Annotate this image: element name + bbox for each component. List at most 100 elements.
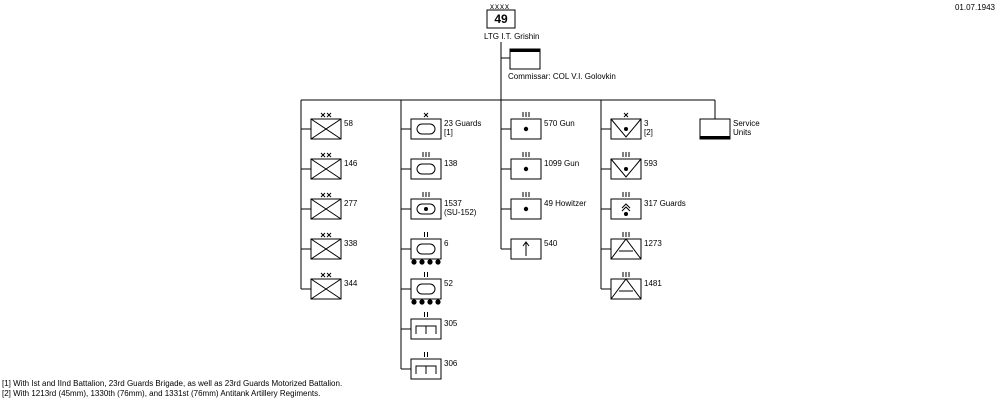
unit-label: 593: [644, 159, 658, 168]
unit-symbol: 277: [301, 192, 358, 220]
unit-symbol: 138: [401, 152, 458, 180]
unit-symbol: 1481: [601, 272, 662, 304]
unit-symbol: 593: [601, 152, 658, 184]
unit-symbol: 52: [401, 272, 453, 305]
artillery-dot: [523, 126, 529, 132]
unit-label: 58: [344, 119, 353, 128]
echelon-mark-b: [326, 232, 332, 238]
unit-symbol: 49 Howitzer: [501, 192, 587, 220]
unit-frame: [610, 238, 642, 260]
tank-oval: [416, 123, 436, 135]
infantry-cross-b: [310, 158, 342, 180]
echelon-mark-b: [326, 192, 332, 198]
wheel-3: [435, 259, 441, 265]
aa-dome: [610, 238, 642, 260]
wheel-1: [419, 259, 425, 265]
unit-frame: [610, 158, 642, 180]
unit-frame: [410, 358, 442, 380]
unit-frame: [410, 278, 442, 300]
unit-frame: [410, 118, 442, 140]
unit-label: 344: [344, 279, 358, 288]
wheel-3: [639, 300, 643, 304]
unit-symbol: 3[2]: [601, 112, 653, 144]
tank-oval: [416, 283, 436, 295]
rocket-head: [522, 241, 530, 247]
antitank-dot: [624, 167, 628, 171]
artillery-dot: [523, 206, 529, 212]
unit-label: 52: [444, 279, 453, 288]
unit-frame: [310, 118, 342, 140]
artillery-dot: [523, 166, 529, 172]
unit-frame: [410, 158, 442, 180]
echelon-mark-b: [326, 112, 332, 118]
wheel-2: [427, 259, 433, 265]
unit-frame: [610, 198, 642, 220]
service-units-symbol: [699, 118, 731, 140]
unit-frame: [510, 118, 542, 140]
echelon-mark-b: [623, 112, 629, 118]
unit-frame: [610, 278, 642, 300]
unit-frame: [410, 198, 442, 220]
unit-label: 317 Guards: [644, 199, 686, 208]
mortar-chevron-b: [621, 206, 631, 212]
antitank-chevron: [610, 158, 642, 178]
wheel-3: [435, 299, 441, 305]
unit-frame: [310, 198, 342, 220]
hq-box: [486, 9, 516, 29]
tank-oval: [416, 243, 436, 255]
unit-label-2: (SU-152): [444, 208, 477, 217]
antitank-chevron: [610, 118, 642, 138]
unit-frame: [510, 198, 542, 220]
unit-label: 338: [344, 239, 358, 248]
unit-frame: [310, 158, 342, 180]
date-label: 01.07.1943: [955, 3, 996, 12]
unit-symbol: 58: [301, 112, 353, 140]
hq-echelon: xxxx: [490, 2, 510, 11]
wheel-0: [609, 300, 613, 304]
unit-symbol: 1099 Gun: [501, 152, 579, 180]
sp-gun-dot: [424, 207, 428, 211]
commissar-label: Commissar: COL V.I. Golovkin: [508, 72, 616, 81]
wheel-3: [639, 140, 643, 144]
wheel-2: [529, 260, 533, 264]
unit-symbol: 570 Gun: [501, 112, 575, 140]
unit-frame: [410, 318, 442, 340]
unit-symbol: 338: [301, 232, 358, 260]
unit-label: 1537: [444, 199, 462, 208]
unit-label: 305: [444, 319, 458, 328]
wheel-1: [519, 260, 523, 264]
wheel-0: [509, 260, 513, 264]
wheel-3: [539, 260, 543, 264]
unit-frame: [510, 158, 542, 180]
infantry-cross-b: [310, 238, 342, 260]
unit-symbol: 540: [501, 238, 558, 264]
unit-label: 3: [644, 119, 649, 128]
wheel-1: [619, 260, 623, 264]
unit-label-2: [1]: [444, 128, 453, 137]
echelon-mark-b: [326, 152, 332, 158]
wheel-0: [411, 259, 417, 265]
wheel-2: [629, 140, 633, 144]
unit-label: 570 Gun: [544, 119, 575, 128]
wheel-1: [419, 299, 425, 305]
wheel-2: [629, 180, 633, 184]
unit-label: 1099 Gun: [544, 159, 579, 168]
footnote-1: [1] With Ist and IInd Battalion, 23rd Gu…: [2, 379, 342, 388]
infantry-cross-b: [310, 118, 342, 140]
unit-symbol: 317 Guards: [601, 192, 686, 220]
wheel-0: [609, 180, 613, 184]
wheel-3: [639, 260, 643, 264]
wheel-1: [619, 180, 623, 184]
wheel-0: [411, 299, 417, 305]
infantry-cross-b: [310, 198, 342, 220]
echelon-mark-b: [320, 152, 326, 158]
unit-frame: [610, 118, 642, 140]
wheel-2: [427, 299, 433, 305]
army-hq: xxxx 49 LTG I.T. Grishin: [484, 2, 539, 41]
echelon-mark-b: [320, 192, 326, 198]
